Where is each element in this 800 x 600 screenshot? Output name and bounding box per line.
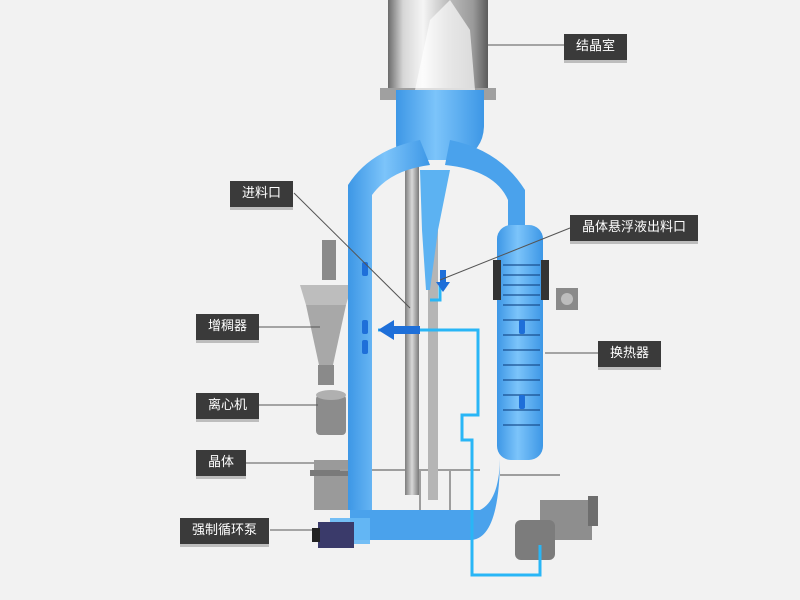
valve-right xyxy=(556,288,578,310)
label-feed-inlet: 进料口 xyxy=(230,181,294,207)
heat-exchanger-flange-right xyxy=(541,260,549,300)
label-forced-circulation-pump: 强制循环泵 xyxy=(180,518,270,544)
label-crystal: 晶体 xyxy=(196,450,247,476)
label-crystal-slurry-outlet: 晶体悬浮液出料口 xyxy=(570,215,699,241)
circulation-pump xyxy=(312,522,354,548)
feed-pipe xyxy=(378,285,542,577)
heat-exchanger-tubes xyxy=(503,264,540,426)
label-thickener: 增稠器 xyxy=(196,314,260,340)
leader-lines xyxy=(240,44,600,531)
thickener-body xyxy=(300,240,352,385)
crystallization-chamber xyxy=(380,0,496,100)
label-heat-exchanger: 换热器 xyxy=(598,341,662,367)
pump-motor-right xyxy=(515,496,598,560)
heat-exchanger-flange-left xyxy=(493,260,501,300)
centrifuge-body xyxy=(316,390,346,435)
label-crystallization-chamber: 结晶室 xyxy=(564,34,628,60)
label-centrifuge: 离心机 xyxy=(196,393,260,419)
crystal-tank xyxy=(310,460,352,510)
flow-arrows xyxy=(362,262,525,409)
